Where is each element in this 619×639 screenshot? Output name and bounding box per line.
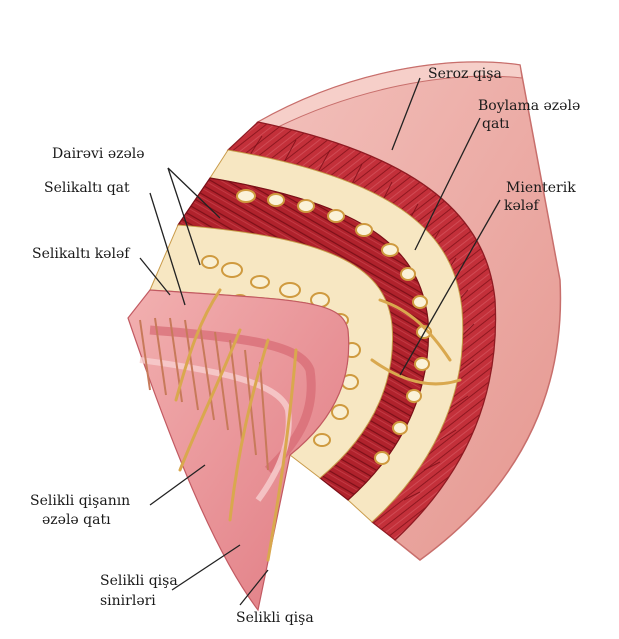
label-mucosal-nerves-line2: sinirləri	[100, 593, 156, 609]
label-circular-muscle: Dairəvi əzələ	[52, 146, 145, 162]
label-mucosa: Selikli qişa	[236, 610, 314, 626]
label-muscularis-mucosae-line1: Selikli qişanın	[30, 493, 130, 509]
label-longitudinal-muscle-line1: Boylama əzələ	[478, 98, 580, 114]
label-submucosal-plexus: Selikaltı kələf	[32, 246, 131, 262]
label-mucosal-nerves-line1: Selikli qişa	[100, 573, 178, 589]
label-muscularis-mucosae-line2: əzələ qatı	[42, 512, 111, 528]
label-longitudinal-muscle-line2: qatı	[482, 116, 510, 132]
label-serosa: Seroz qişa	[428, 66, 502, 82]
label-myenteric-plexus-line2: kələf	[504, 198, 541, 214]
label-myenteric-plexus-line1: Mienterik	[506, 180, 576, 196]
label-submucosa: Selikaltı qat	[44, 180, 130, 196]
